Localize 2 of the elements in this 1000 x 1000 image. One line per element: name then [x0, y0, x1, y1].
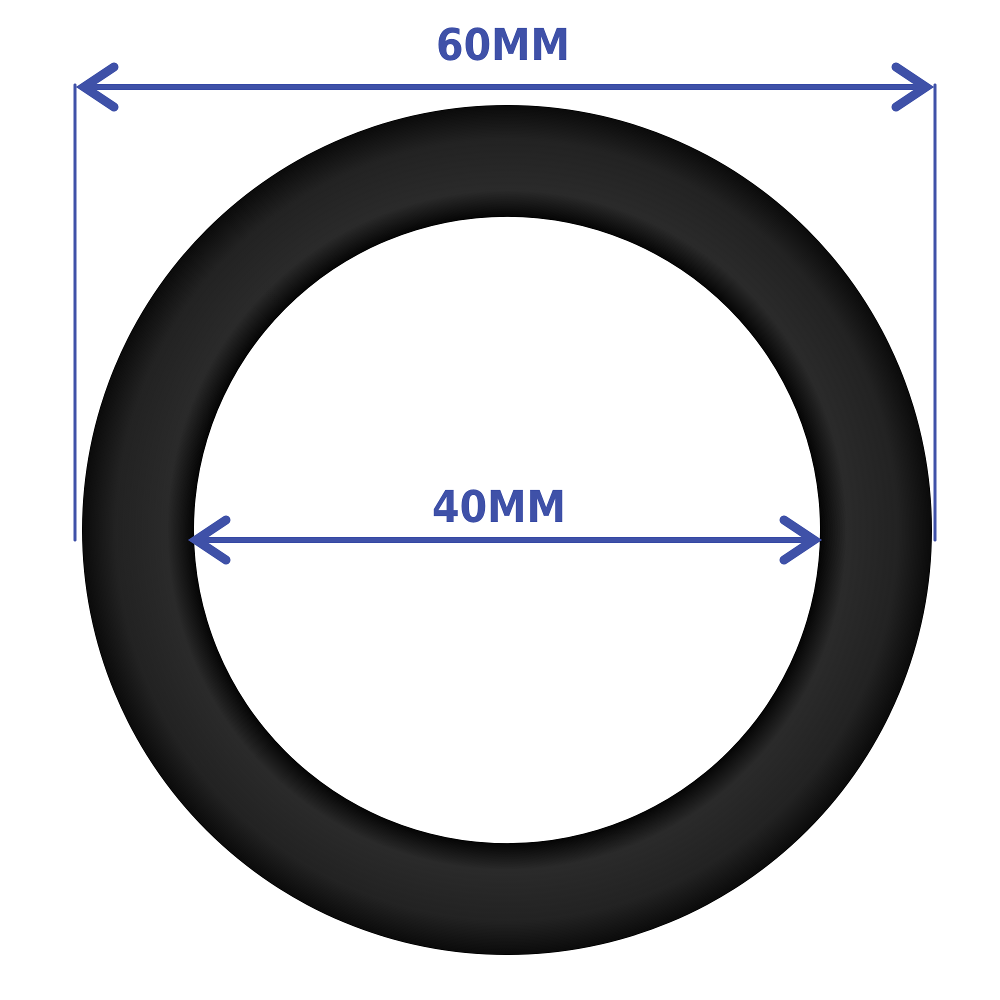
dimension-label: 60MM — [436, 24, 570, 68]
dimension-label: 40MM — [432, 486, 566, 530]
